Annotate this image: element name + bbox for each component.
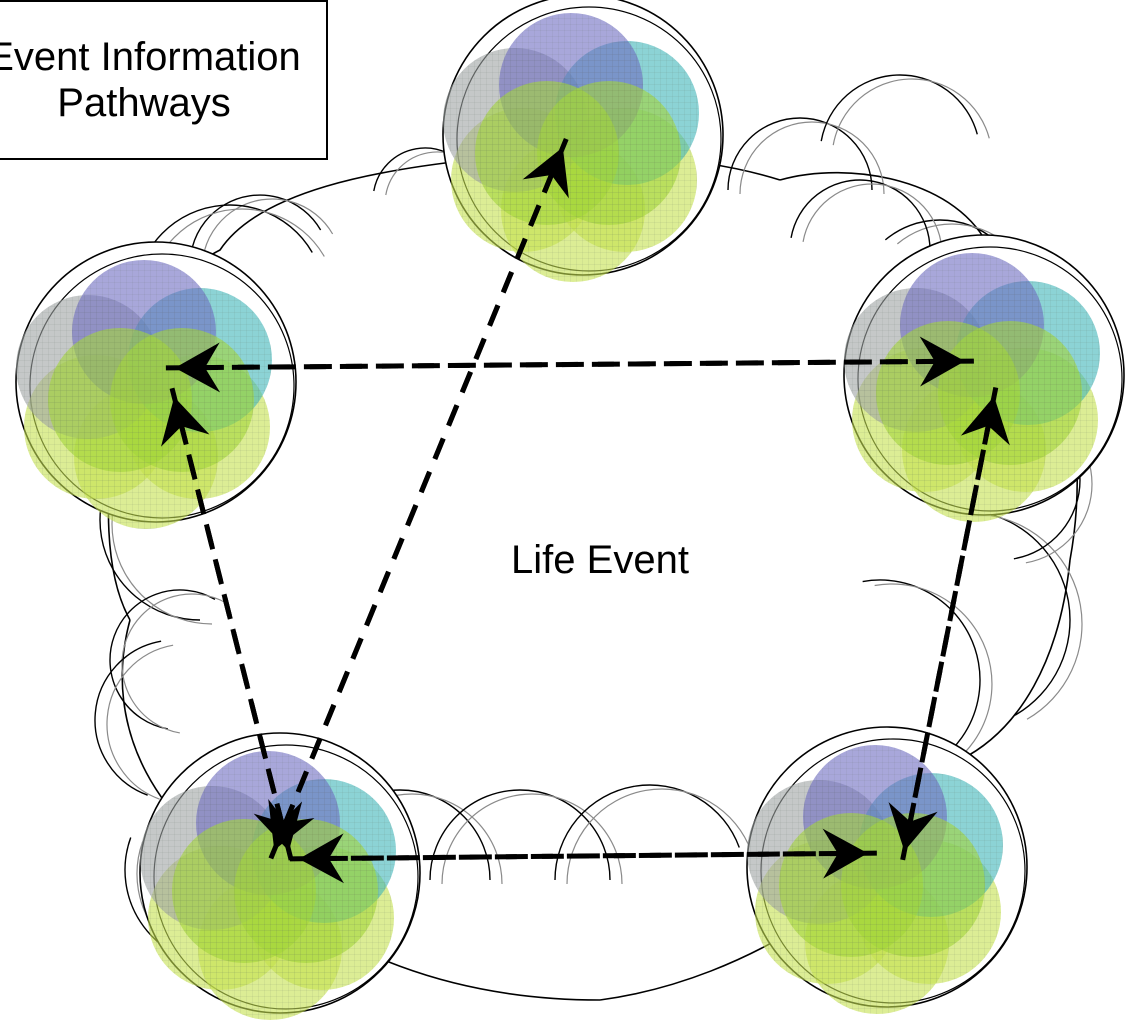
cloud-puff-shadow-17	[802, 183, 943, 255]
cloud-puff-shadow-3	[832, 78, 990, 146]
pathway-arrow-node-right-to-node-left	[174, 342, 974, 393]
node-bottom-left	[139, 732, 421, 1020]
cloud-puff-shadow-7	[121, 593, 228, 734]
node-left	[15, 241, 297, 529]
cloud-arc-4	[959, 559, 1071, 761]
cloud-puff-shadow-11	[441, 793, 623, 885]
pathway-arrow-node-bottom-left-to-node-left	[161, 396, 294, 861]
cloud-puff-shadow-12	[566, 788, 752, 885]
cloud-puff-11	[429, 789, 611, 881]
node-segment-texture-7	[841, 813, 985, 957]
cloud-puff-7	[109, 589, 216, 730]
cloud-puff-shadow-14	[990, 515, 1083, 720]
cloud-puff-shadow-8	[106, 644, 174, 800]
cloud-puff-2	[727, 117, 873, 191]
node-segment-texture-7	[938, 321, 1082, 465]
title-box: Event Information Pathways	[0, 0, 328, 160]
title-line-1: Event Information	[0, 35, 301, 79]
cloud-arc-2	[779, 171, 991, 251]
node-segment-texture-7	[234, 819, 378, 963]
pathway-arrow-node-bottom-right-to-node-right	[900, 396, 1010, 861]
cloud-puff-17	[790, 179, 931, 251]
cloud-puff-shadow-2	[739, 121, 885, 195]
node-top	[442, 0, 724, 282]
pathway-arrow-node-bottom-right-to-node-bottom-left	[298, 833, 877, 884]
pathway-arrows	[161, 137, 1010, 884]
cloud-puff-12	[554, 784, 740, 881]
pathway-arrow-node-top-to-node-bottom-left	[268, 137, 569, 851]
node-right	[843, 234, 1125, 522]
cloud-puff-8	[94, 640, 162, 796]
node-bottom-right	[746, 726, 1028, 1014]
cloud-puff-3	[820, 74, 978, 142]
cloud-puff-14	[978, 510, 1071, 716]
node-segment-texture-7	[110, 328, 254, 472]
node-segment-texture-7	[537, 81, 681, 225]
center-label: Life Event	[511, 538, 689, 582]
title-line-2: Pathways	[57, 81, 231, 125]
